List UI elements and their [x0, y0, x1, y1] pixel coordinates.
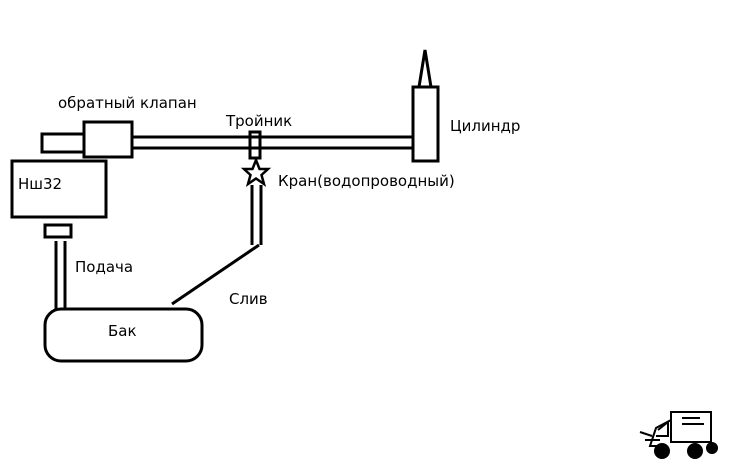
star-icon: [240, 156, 272, 187]
label-tap: Кран(водопроводный): [278, 172, 455, 190]
pump-outlet-stub: [40, 132, 86, 154]
label-pump: Нш32: [18, 175, 63, 193]
label-cylinder: Цилиндр: [450, 117, 521, 135]
truck-icon: [639, 411, 718, 459]
cylinder-rod: [417, 49, 433, 88]
pump-box: [10, 159, 108, 219]
tank-box: [43, 307, 204, 363]
label-tank: Бак: [108, 322, 137, 340]
label-feed: Подача: [75, 258, 134, 276]
drain-slope: [171, 243, 260, 306]
tee-box: [248, 130, 262, 160]
label-drain: Слив: [229, 290, 268, 308]
label-check-valve: обратный клапан: [58, 94, 197, 112]
label-tee: Тройник: [226, 112, 293, 130]
cylinder-box: [411, 85, 440, 163]
inlet-fitting: [43, 223, 73, 239]
check-valve-box: [82, 120, 134, 159]
